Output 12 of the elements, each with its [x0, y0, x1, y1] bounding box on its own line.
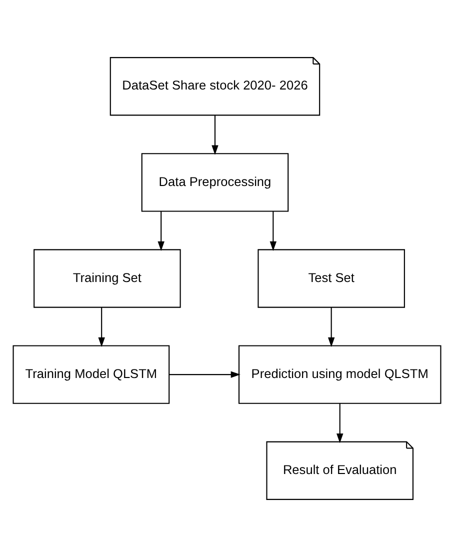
node-box: Data Preprocessing: [140, 153, 288, 212]
arrow: [168, 371, 240, 378]
node-box: Prediction using model QLSTM: [238, 345, 441, 404]
arrow: [157, 211, 164, 251]
arrow: [98, 307, 104, 348]
arrow: [211, 115, 218, 155]
node-box: Training Set: [33, 249, 180, 308]
arrow: [269, 211, 276, 251]
arrow: [336, 403, 343, 444]
arrow: [327, 307, 334, 348]
node-box: Test Set: [257, 249, 404, 308]
node-box: Training Model QLSTM: [12, 345, 170, 404]
